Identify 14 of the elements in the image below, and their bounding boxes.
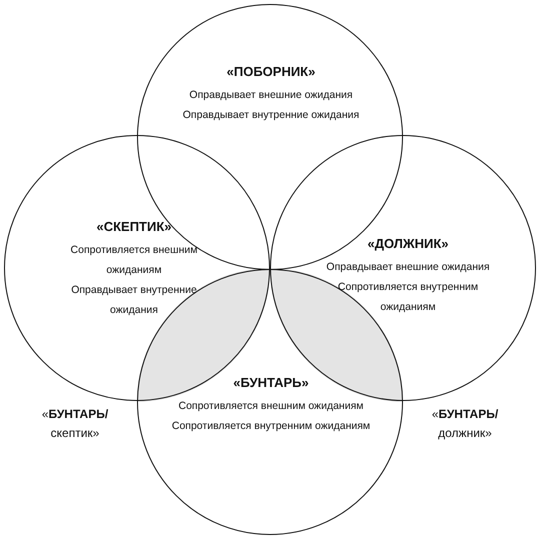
description-text: Сопротивляется внешним ожиданиям	[70, 243, 198, 278]
type-heading: «ПОБОРНИК»	[226, 63, 316, 81]
type-heading: «СКЕПТИК»	[96, 218, 172, 236]
description-text: Сопротивляется внутренним ожиданиям	[172, 419, 370, 434]
overlap-label: «БУНТАРЬ/ должник»	[430, 406, 500, 442]
description-text: Сопротивляется внутренним ожиданиям	[336, 280, 480, 315]
description-text: Сопротивляется внешним ожиданиям	[178, 399, 364, 414]
overlap-label: «БУНТАРЬ/ скептик»	[40, 406, 110, 442]
description-text: Оправдывает внутренние ожидания	[70, 283, 198, 318]
type-heading: «ДОЛЖНИК»	[367, 235, 449, 253]
description-text: Оправдывает внешние ожидания	[189, 88, 353, 103]
description-text: Оправдывает внешние ожидания	[326, 260, 490, 275]
type-heading: «БУНТАРЬ»	[233, 374, 309, 392]
description-text: Оправдывает внутренние ожидания	[182, 108, 360, 123]
